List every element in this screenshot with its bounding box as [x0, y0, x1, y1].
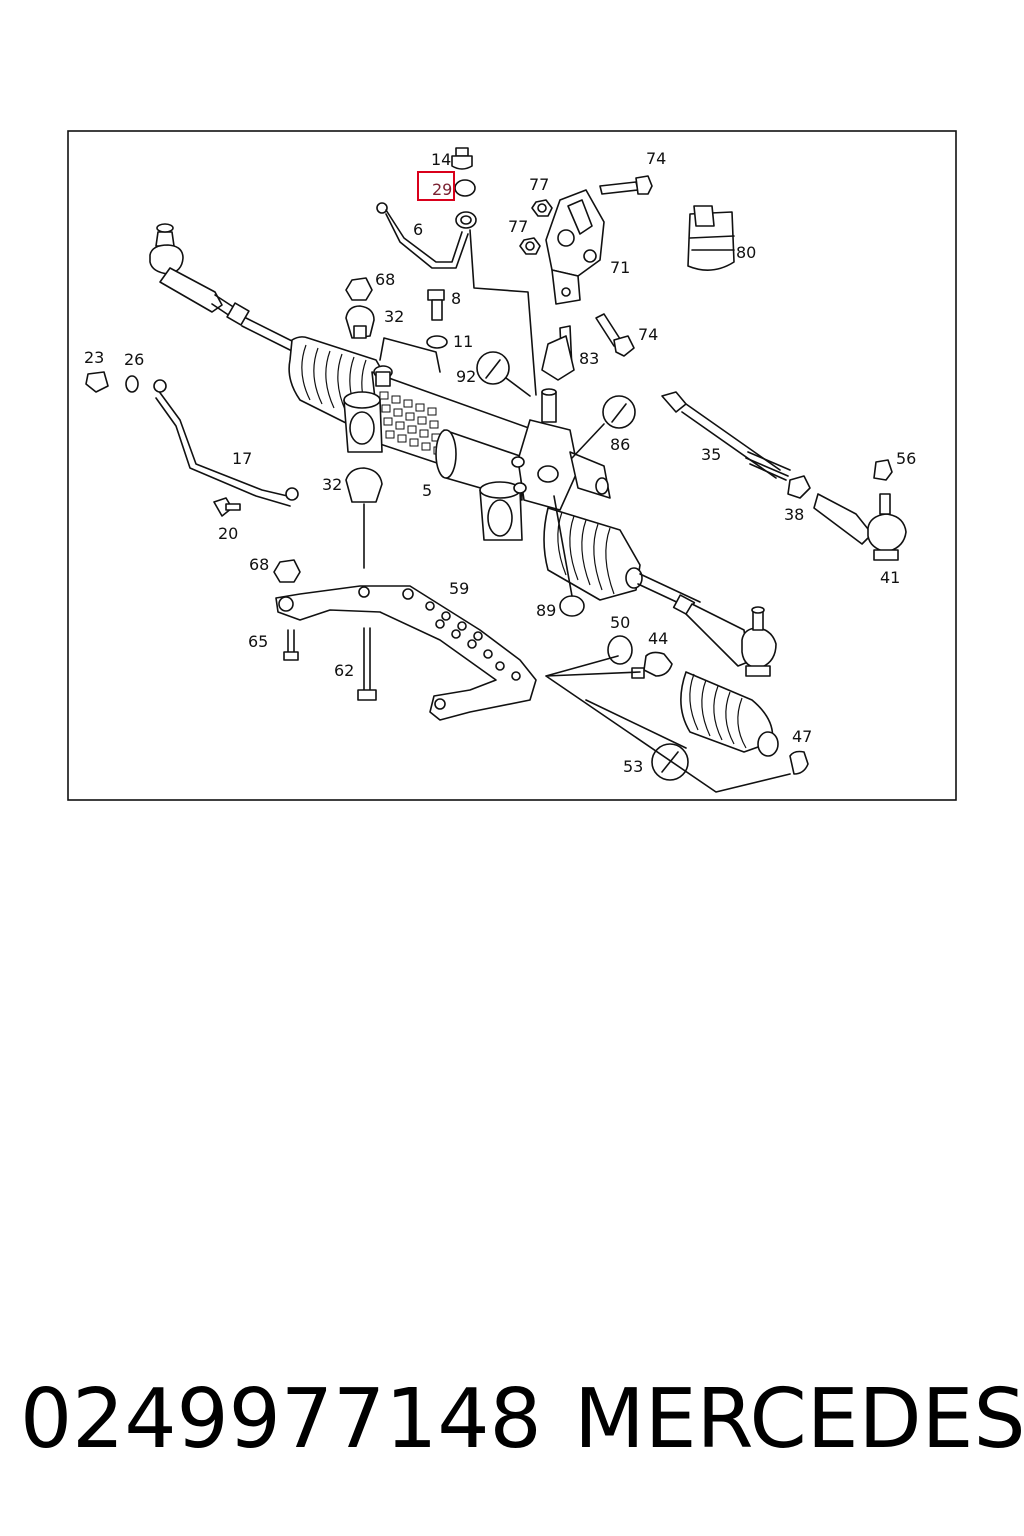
label-32-top: 32: [384, 307, 404, 326]
label-32-lower: 32: [322, 475, 342, 494]
label-41: 41: [880, 568, 900, 587]
lower-parts: [275, 495, 809, 793]
label-20: 20: [218, 524, 238, 543]
brand-name: MERCEDES: [574, 1372, 1024, 1467]
label-38: 38: [784, 505, 804, 524]
label-71: 71: [610, 258, 630, 277]
label-68-lower: 68: [249, 555, 269, 574]
label-80: 80: [736, 243, 756, 262]
label-14: 14: [431, 150, 451, 169]
label-83: 83: [579, 349, 599, 368]
label-23: 23: [84, 348, 104, 367]
label-11: 11: [453, 332, 473, 351]
label-65: 65: [248, 632, 268, 651]
label-44: 44: [648, 629, 668, 648]
label-77-lower: 77: [508, 217, 528, 236]
label-8: 8: [451, 289, 461, 308]
highlight-box: [417, 171, 455, 201]
label-74-top: 74: [646, 149, 666, 168]
label-92: 92: [456, 367, 476, 386]
part-labels: 14 29 6 74 77 77 71 80 68 8 32 11 74 83 …: [84, 149, 916, 776]
label-53: 53: [623, 757, 643, 776]
label-6: 6: [413, 220, 423, 239]
label-68-top: 68: [375, 270, 395, 289]
label-50: 50: [610, 613, 630, 632]
steering-rack-drawing: [149, 223, 777, 677]
label-56: 56: [896, 449, 916, 468]
footer: 0249977148 MERCEDES: [0, 1360, 1024, 1480]
label-77-upper: 77: [529, 175, 549, 194]
label-89: 89: [536, 601, 556, 620]
label-86: 86: [610, 435, 630, 454]
label-26: 26: [124, 350, 144, 369]
label-5: 5: [422, 481, 432, 500]
top-parts: [345, 147, 735, 396]
label-74-lower: 74: [638, 325, 658, 344]
label-59: 59: [449, 579, 469, 598]
label-47: 47: [792, 727, 812, 746]
label-62: 62: [334, 661, 354, 680]
part-number: 0249977148: [20, 1372, 542, 1467]
label-29-highlighted: 29: [432, 180, 452, 199]
label-17: 17: [232, 449, 252, 468]
label-35: 35: [701, 445, 721, 464]
left-parts: [85, 371, 383, 583]
right-parts: [476, 351, 907, 561]
